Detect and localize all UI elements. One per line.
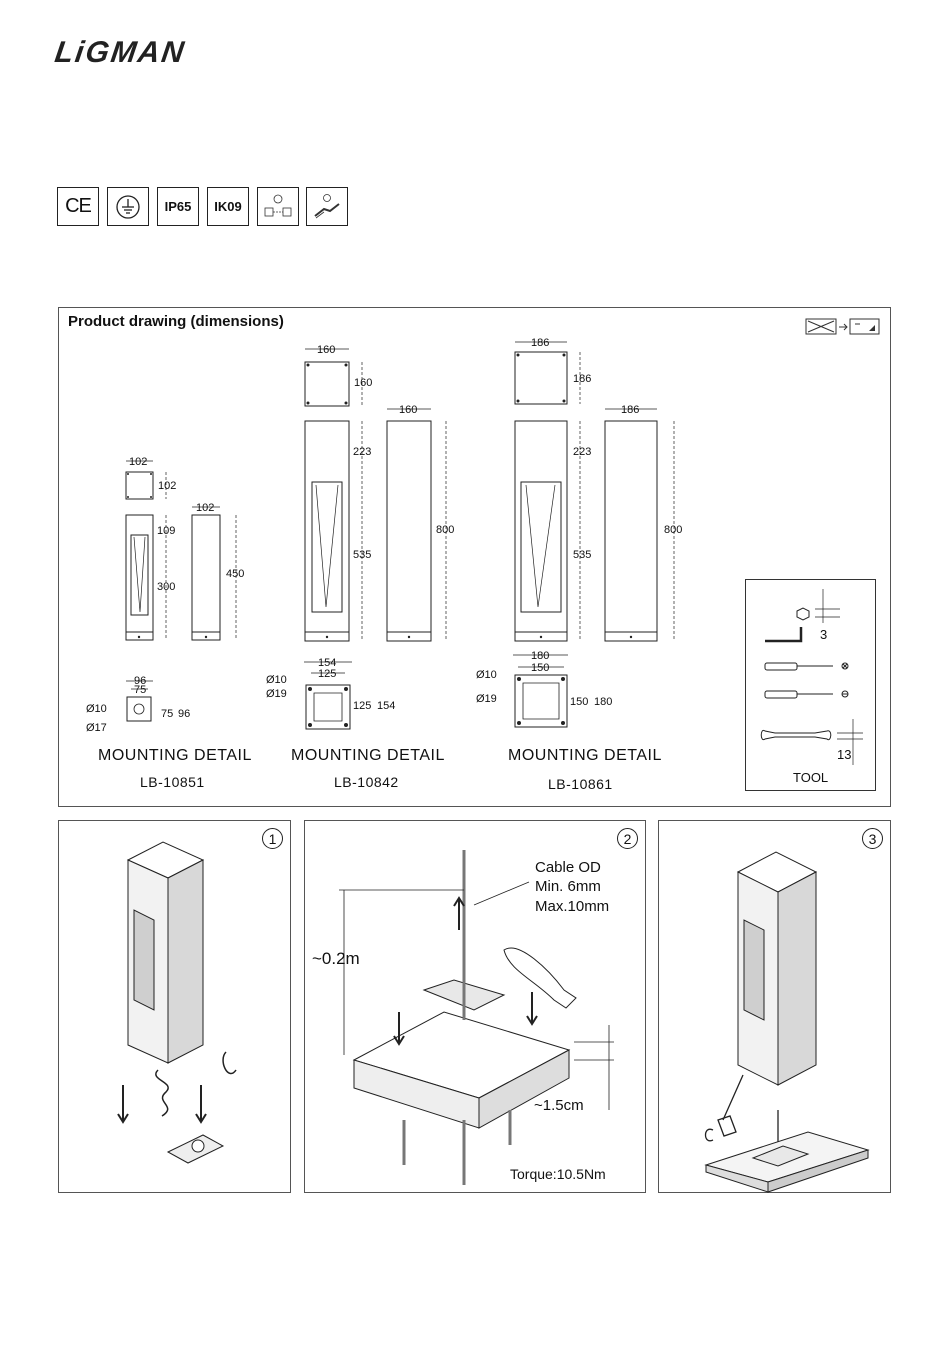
hex-key-icon — [765, 627, 803, 643]
step-2-number: 2 — [617, 828, 638, 849]
mounting-detail-label-3: MOUNTING DETAIL — [508, 747, 662, 764]
mount-medium-inner: 125 — [318, 668, 336, 680]
depth-label: ~1.5cm — [534, 1097, 584, 1114]
mount-small-outer-v: 96 — [178, 708, 190, 720]
step-2-illustration: Cable OD Min. 6mm Max.10mm ~0.2m ~1.5cm … — [312, 850, 614, 1185]
ik-rating-badge: IK09 — [207, 187, 249, 226]
wiring-icon — [257, 187, 299, 226]
dim-small-front-width: 102 — [196, 502, 214, 514]
earth-ground-icon — [107, 187, 149, 226]
step-1-number: 1 — [262, 828, 283, 849]
product-code-2: LB-10842 — [334, 774, 399, 790]
step-3-illustration — [704, 851, 870, 1193]
ce-mark-icon: CE — [57, 187, 99, 226]
torque-label: Torque:10.5Nm — [510, 1166, 606, 1182]
mounting-detail-label-1: MOUNTING DETAIL — [98, 747, 252, 764]
dim-medium-upper: 223 — [353, 446, 371, 458]
drawing-title: Product drawing (dimensions) — [68, 313, 284, 330]
dim-medium-top-width: 160 — [317, 344, 335, 356]
dim-small-upper: 109 — [157, 525, 175, 537]
dim-medium-lower: 535 — [353, 549, 371, 561]
dim-large-upper: 223 — [573, 446, 591, 458]
dim-large-top-width: 186 — [531, 337, 549, 349]
dim-large-lower: 535 — [573, 549, 591, 561]
wrench-icon — [760, 729, 832, 741]
dim-medium-total: 800 — [436, 524, 454, 536]
mount-large-outer: 180 — [531, 650, 549, 662]
product-drawing-panel — [58, 307, 891, 807]
mount-large-hole2: Ø19 — [476, 693, 497, 705]
mount-large-hole1: Ø10 — [476, 669, 497, 681]
mount-large-inner: 150 — [531, 662, 549, 674]
screwdriver-phillips-icon — [764, 662, 798, 671]
mount-small-inner: 75 — [134, 684, 146, 696]
mount-small-inner-v: 75 — [161, 708, 173, 720]
mount-large-inner-v: 150 — [570, 696, 588, 708]
dim-medium-front-width: 160 — [399, 404, 417, 416]
mount-medium-hole1: Ø10 — [266, 674, 287, 686]
mount-medium-outer-v: 154 — [377, 700, 395, 712]
mount-small-hole2: Ø17 — [86, 722, 107, 734]
hex-nut-icon — [796, 607, 810, 621]
cable-od-label: Cable OD — [535, 859, 601, 876]
height-label: ~0.2m — [312, 949, 360, 968]
mounting-detail-label-2: MOUNTING DETAIL — [291, 747, 445, 764]
replace-lamp-icon — [805, 318, 880, 335]
tools-drawing: 3 13 TOOL — [760, 589, 863, 785]
mount-medium-outer: 154 — [318, 657, 336, 669]
step-1-panel — [58, 820, 291, 1193]
cable-min-label: Min. 6mm — [535, 878, 601, 895]
dim-small-lower: 300 — [157, 581, 175, 593]
dim-small-top-height: 102 — [158, 480, 176, 492]
dim-large-total: 800 — [664, 524, 682, 536]
dim-large-top-height: 186 — [573, 373, 591, 385]
mount-small-outer: 96 — [134, 675, 146, 687]
dim-small-top-width: 102 — [129, 456, 147, 468]
dim-small-total: 450 — [226, 568, 244, 580]
ip-rating-badge: IP65 — [157, 187, 199, 226]
screwdriver-flat-icon — [764, 690, 798, 699]
brand-logo: LiGMAN — [52, 36, 188, 69]
dimension-drawing: 102 102 102 109 300 450 160 160 160 223 … — [86, 337, 682, 734]
mount-large-outer-v: 180 — [594, 696, 612, 708]
step-3-panel — [658, 820, 891, 1193]
mount-small-hole1: Ø10 — [86, 703, 107, 715]
product-code-3: LB-10861 — [548, 776, 613, 792]
step-1-illustration — [117, 841, 237, 1164]
connector-icon — [306, 187, 348, 226]
dim-large-front-width: 186 — [621, 404, 639, 416]
product-code-1: LB-10851 — [140, 774, 205, 790]
mount-medium-hole2: Ø19 — [266, 688, 287, 700]
step-2-panel — [304, 820, 646, 1193]
wrench-size: 13 — [837, 747, 851, 762]
hex-key-size: 3 — [820, 627, 827, 642]
step-3-number: 3 — [862, 828, 883, 849]
tool-box — [745, 579, 876, 791]
dim-medium-top-height: 160 — [354, 377, 372, 389]
tool-label: TOOL — [793, 770, 828, 785]
cable-max-label: Max.10mm — [535, 898, 609, 915]
mount-medium-inner-v: 125 — [353, 700, 371, 712]
